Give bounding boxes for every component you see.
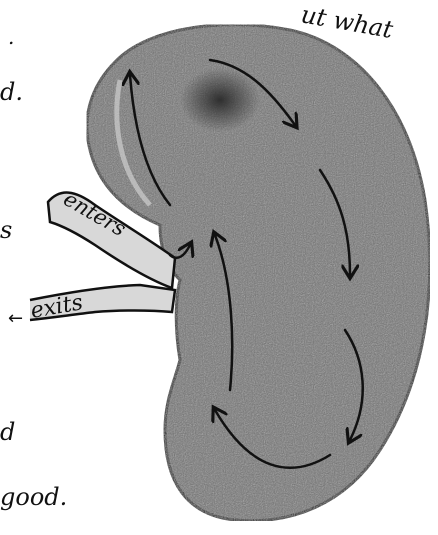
dark-shading — [180, 68, 260, 132]
text-fragment-left-1: d. — [0, 78, 23, 106]
text-fragment-left-2: s — [0, 216, 12, 244]
text-dot-top: . — [8, 25, 14, 49]
text-fragment-bottom: good. — [0, 483, 67, 511]
text-fragment-left-3: d — [0, 418, 15, 446]
exits-arrow-glyph: ← — [8, 308, 23, 329]
label-exits: exits — [29, 290, 85, 324]
